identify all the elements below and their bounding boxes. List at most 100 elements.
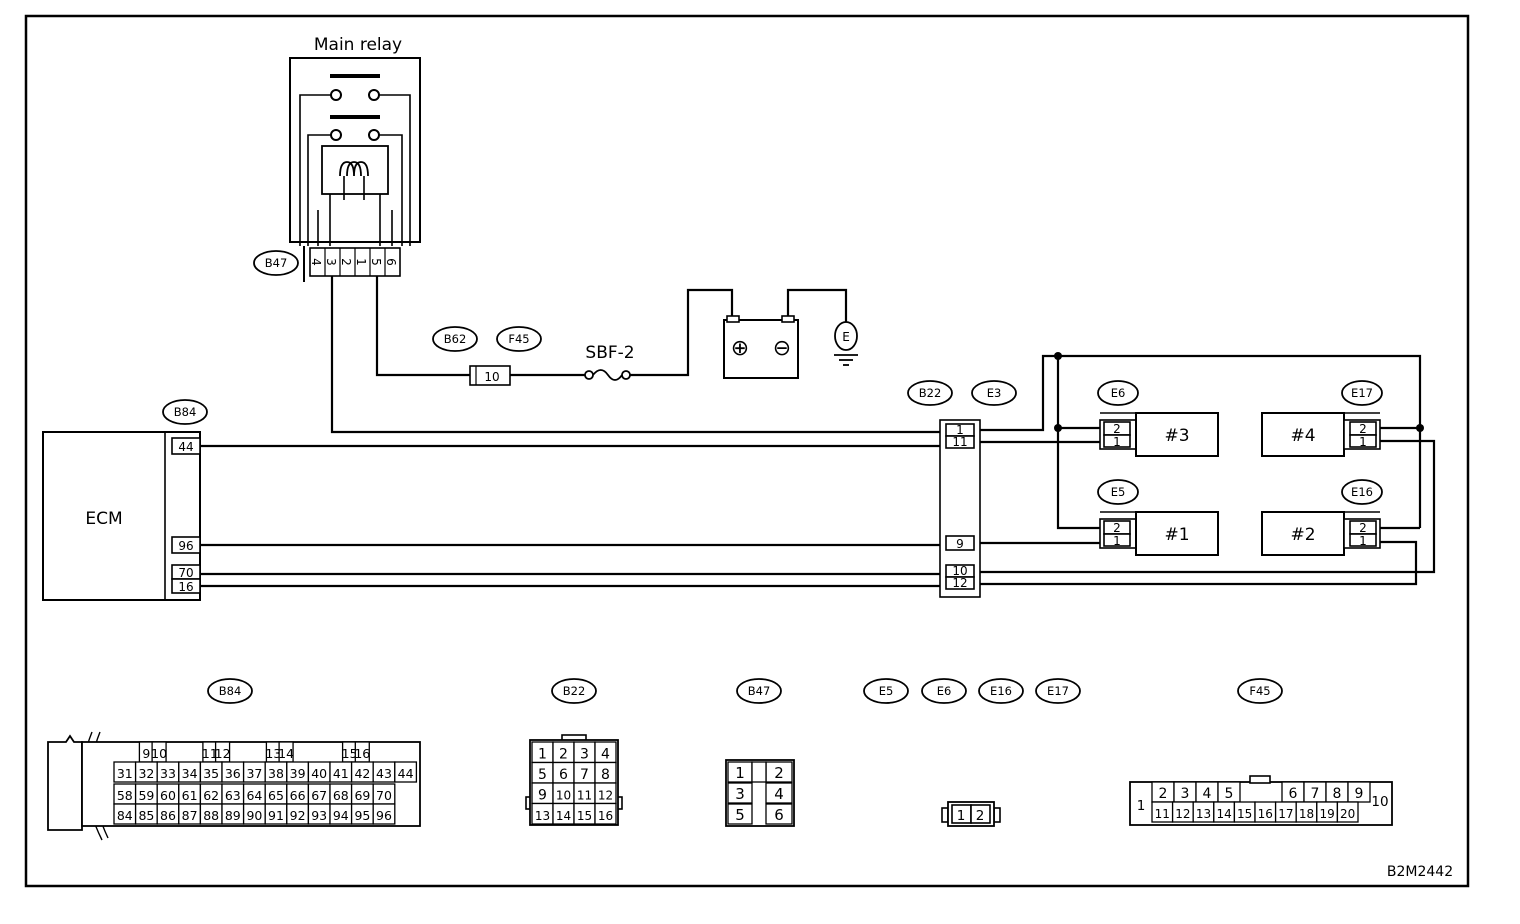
- wire-battery-to-ground: [786, 288, 848, 322]
- face-cell: [765, 803, 793, 825]
- face-pin: 41: [333, 766, 349, 781]
- face-pin: 16: [354, 746, 370, 761]
- face-pin: 89: [225, 808, 241, 823]
- face-cell: [594, 802, 617, 825]
- face-pin: 85: [138, 808, 154, 823]
- face-pin: 10: [556, 789, 571, 803]
- ecm-pin: 70: [178, 566, 193, 580]
- face-pin: 86: [160, 808, 176, 823]
- face-pin: 43: [376, 766, 392, 781]
- injector-pin: 2: [1359, 422, 1367, 436]
- b47-pin: 5: [369, 258, 383, 266]
- face-e17-label: E17: [1047, 684, 1069, 698]
- face-pin: 6: [774, 806, 784, 824]
- face-pin: 31: [117, 766, 133, 781]
- injector-connector-label: E5: [1111, 485, 1126, 499]
- face-pin: 3: [735, 785, 745, 803]
- face-pin: 12: [1175, 807, 1190, 821]
- face-pin: 6: [559, 767, 568, 783]
- face-pin: 70: [376, 788, 392, 803]
- face-pin: 93: [311, 808, 327, 823]
- face-pin: 87: [182, 808, 198, 823]
- face-pin: 4: [601, 747, 610, 763]
- ecm-label: ECM: [85, 509, 122, 529]
- injector-pin: 1: [1359, 435, 1367, 449]
- injector-pin: 2: [1113, 521, 1121, 535]
- face-pin: 40: [311, 766, 327, 781]
- face-pin: 42: [354, 766, 370, 781]
- face-pin: 18: [1299, 807, 1314, 821]
- face-pin: 15: [342, 746, 358, 761]
- face-e16-label: E16: [990, 684, 1012, 698]
- face-pin: 5: [735, 806, 745, 824]
- mid-connector-pin: 11: [952, 435, 967, 449]
- face-pin: 3: [1181, 786, 1190, 802]
- face-pin: 37: [246, 766, 262, 781]
- ecm-pin: 44: [178, 440, 193, 454]
- b47-pin: 2: [339, 258, 353, 266]
- face-pin: 20: [1340, 807, 1355, 821]
- face-e5-label: E5: [879, 684, 894, 698]
- face-pin: 4: [774, 785, 784, 803]
- connector-b47-strip: 4 3 2 1 5 6: [303, 246, 401, 282]
- ecm-pin: 96: [178, 539, 193, 553]
- b47-pin: 4: [309, 258, 323, 266]
- injector-1: E5 2 1 #1: [1097, 479, 1219, 556]
- injector-connector-label: E17: [1351, 386, 1373, 400]
- face-key: [751, 761, 767, 783]
- junction-dot: [1054, 424, 1062, 432]
- injector-pin: 1: [1113, 534, 1121, 548]
- mid-connector: B22 E3 1 11 9 10 12: [907, 380, 1017, 598]
- ecm: ECM 44 96 70 16: [42, 431, 201, 601]
- face-b47-label: B47: [748, 684, 771, 698]
- face-pin: 92: [290, 808, 306, 823]
- face-pin: 32: [138, 766, 154, 781]
- connector-b84-callout: B84: [162, 399, 208, 425]
- injector-name: #1: [1164, 525, 1189, 545]
- face-pin: 84: [117, 808, 133, 823]
- face-pin: 10: [1371, 794, 1388, 810]
- injector-4: E17 #4 2 1: [1261, 380, 1383, 457]
- face-pin: 35: [203, 766, 219, 781]
- face-pin: 60: [160, 788, 176, 803]
- mid-connector-pin: 12: [952, 576, 967, 590]
- face-pin: 1: [1137, 798, 1146, 814]
- fuse-connector-callouts: B62 F45 10: [432, 326, 542, 386]
- main-relay-body: [289, 57, 421, 243]
- connector-b62-label: B62: [444, 332, 467, 346]
- fuse-sbf2: SBF-2: [584, 343, 635, 381]
- face-pin: 67: [311, 788, 327, 803]
- injector-2: E16 #2 2 1: [1261, 479, 1383, 556]
- face-pin: 12: [598, 789, 613, 803]
- face-pin: 19: [1319, 807, 1334, 821]
- face-b84-label: B84: [219, 684, 242, 698]
- face-cell: [1336, 801, 1359, 823]
- main-relay: Main relay: [289, 35, 421, 246]
- face-pin: 7: [1311, 786, 1320, 802]
- injector-name: #4: [1290, 426, 1315, 446]
- injector-pin: 2: [1359, 521, 1367, 535]
- face-pin: 2: [976, 808, 985, 824]
- face-pin: 61: [182, 788, 198, 803]
- face-pin: 96: [376, 808, 392, 823]
- face-cell: [727, 782, 753, 804]
- face-pin: 58: [117, 788, 133, 803]
- fuse-connector-box: [469, 365, 511, 386]
- battery-body: [723, 319, 799, 379]
- face-pin: 16: [1258, 807, 1273, 821]
- face-pin: 1: [957, 808, 966, 824]
- injector-pin: 1: [1113, 435, 1121, 449]
- main-relay-title: Main relay: [314, 35, 402, 55]
- face-pin: 88: [203, 808, 219, 823]
- face-pin: 6: [1289, 786, 1298, 802]
- drawing-id: B2M2442: [1387, 864, 1453, 880]
- face-pin: 8: [1333, 786, 1342, 802]
- face-pin: 62: [203, 788, 219, 803]
- wire-ecm-96: [200, 541, 1100, 547]
- face-pin: 14: [556, 809, 571, 823]
